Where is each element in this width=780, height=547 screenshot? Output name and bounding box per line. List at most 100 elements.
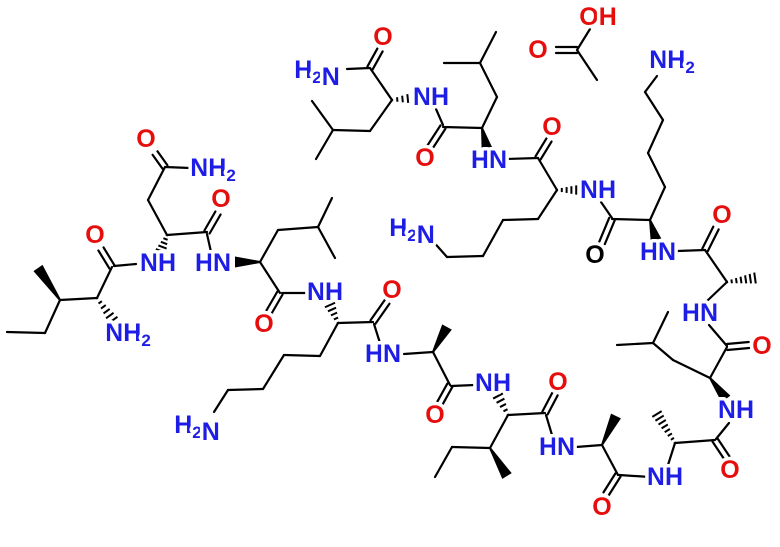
bond: [434, 107, 445, 127]
bond: [265, 290, 279, 312]
bond: [574, 443, 604, 449]
bond: [270, 293, 284, 315]
stereo-hash-bond: [406, 94, 410, 103]
bond: [504, 156, 540, 161]
bond: [488, 413, 510, 450]
stereo-hash-bond: [734, 277, 738, 284]
bond: [433, 445, 454, 479]
bond: [441, 385, 454, 406]
stereo-hash-bond: [730, 279, 733, 284]
stereo-hash-bond: [107, 315, 119, 325]
stereo-hash-bond: [667, 432, 673, 437]
atom-label: NH2: [649, 46, 695, 77]
bond: [539, 140, 553, 161]
stereo-hash-bond: [155, 248, 167, 254]
stereo-hash-bond: [657, 419, 667, 426]
bond: [426, 124, 442, 147]
atom-label: NH: [307, 278, 343, 306]
stereo-wedge-bond: [601, 413, 621, 446]
stereo-wedge-bond: [649, 219, 662, 242]
bond: [316, 196, 334, 229]
stereo-hash-bond: [158, 244, 167, 250]
stereo-wedge-bond: [489, 447, 512, 479]
bond: [599, 200, 614, 220]
bond: [369, 299, 386, 322]
bond: [725, 340, 750, 346]
bond: [318, 321, 340, 358]
bond: [345, 66, 372, 71]
bond: [58, 296, 99, 302]
bond: [546, 394, 559, 416]
atom-label: O: [136, 125, 155, 153]
bond: [544, 413, 554, 437]
bond: [501, 217, 540, 222]
bond: [666, 441, 677, 467]
atom-label: O: [425, 401, 444, 429]
stereo-hash-bond: [664, 428, 671, 434]
bond: [651, 310, 670, 345]
stereo-wedge-bond: [709, 377, 731, 403]
atom-label: O: [585, 241, 604, 269]
stereo-hash-bond: [651, 410, 663, 418]
bond: [282, 353, 322, 358]
bond: [316, 225, 337, 260]
bond: [226, 387, 265, 392]
stereo-hash-bond: [744, 275, 748, 284]
bond: [648, 185, 667, 222]
bond: [368, 66, 394, 102]
atom-label: O: [548, 368, 567, 396]
bond: [610, 217, 652, 222]
bond: [146, 165, 167, 202]
stereo-hash-bond: [739, 276, 743, 284]
atom-label: O: [720, 456, 739, 484]
bond: [598, 216, 611, 243]
bond: [602, 472, 617, 494]
stereo-hash-bond: [100, 304, 107, 310]
atom-label: O: [373, 23, 392, 51]
bond: [541, 391, 554, 413]
bond: [607, 475, 622, 497]
bond: [276, 225, 320, 232]
stereo-hash-bond: [330, 311, 338, 317]
bond: [714, 421, 731, 441]
bond: [163, 165, 192, 170]
bond: [534, 137, 548, 158]
bond: [208, 213, 222, 235]
bond: [536, 188, 559, 221]
stereo-hash-bond: [401, 95, 404, 103]
bond: [212, 388, 230, 414]
atom-label: O: [211, 185, 230, 213]
bond: [600, 443, 620, 477]
atom-label: NH: [413, 83, 449, 111]
bond: [146, 198, 169, 237]
atom-label: HN: [539, 433, 575, 461]
stereo-hash-bond: [748, 273, 752, 284]
atom-label: NH: [718, 396, 754, 424]
bond: [450, 445, 492, 450]
atom-label: HN: [640, 238, 676, 266]
stereo-hash-bond: [661, 423, 669, 430]
bond: [429, 237, 449, 259]
atom-label: O: [382, 276, 401, 304]
stereo-hash-bond: [499, 403, 507, 408]
atom-label: O: [752, 332, 771, 360]
bond: [261, 353, 286, 391]
bond: [716, 437, 731, 458]
bond: [374, 302, 391, 325]
stereo-hash-bond: [753, 272, 757, 284]
bond: [708, 345, 729, 380]
bond: [371, 50, 384, 71]
atom-label: NH2: [105, 319, 151, 350]
bond: [445, 254, 485, 259]
bond: [615, 341, 655, 347]
stereo-hash-bond: [160, 240, 168, 246]
bond: [43, 298, 62, 335]
bond: [372, 322, 382, 345]
stereo-hash-bond: [333, 316, 339, 321]
bond: [449, 383, 477, 388]
bond: [646, 151, 667, 189]
atom-label: H2N: [174, 411, 220, 446]
bond: [478, 30, 498, 65]
stereo-hash-bond: [496, 397, 505, 404]
